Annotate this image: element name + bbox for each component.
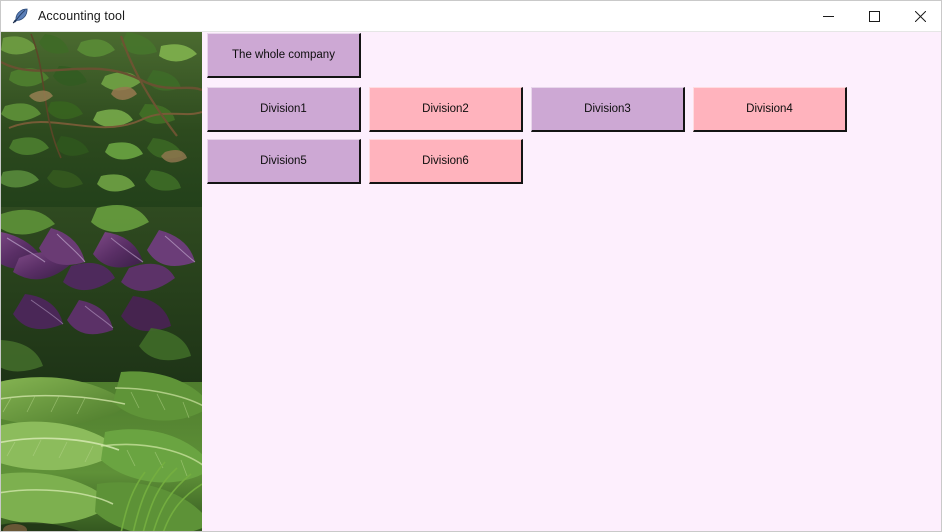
button-panel: The whole company Division1 Division2 Di… [202,32,941,531]
division3-button-label: Division3 [584,103,631,115]
client-area: The whole company Division1 Division2 Di… [1,32,941,531]
division5-button[interactable]: Division5 [207,139,361,184]
maximize-icon[interactable] [851,1,897,32]
title-bar: Accounting tool [1,1,941,32]
division6-button-label: Division6 [422,155,469,167]
division3-button[interactable]: Division3 [531,87,685,132]
division5-button-label: Division5 [260,155,307,167]
division1-button-label: Division1 [260,103,307,115]
feather-icon [11,7,29,25]
division2-button[interactable]: Division2 [369,87,523,132]
minimize-icon[interactable] [805,1,851,32]
division4-button[interactable]: Division4 [693,87,847,132]
window-controls [805,1,941,32]
close-icon[interactable] [897,1,941,32]
division6-button[interactable]: Division6 [369,139,523,184]
whole-company-button-label: The whole company [232,49,335,61]
foliage-photo [1,32,202,531]
division2-button-label: Division2 [422,103,469,115]
window-title: Accounting tool [38,9,125,23]
whole-company-button[interactable]: The whole company [207,33,361,78]
division4-button-label: Division4 [746,103,793,115]
division1-button[interactable]: Division1 [207,87,361,132]
